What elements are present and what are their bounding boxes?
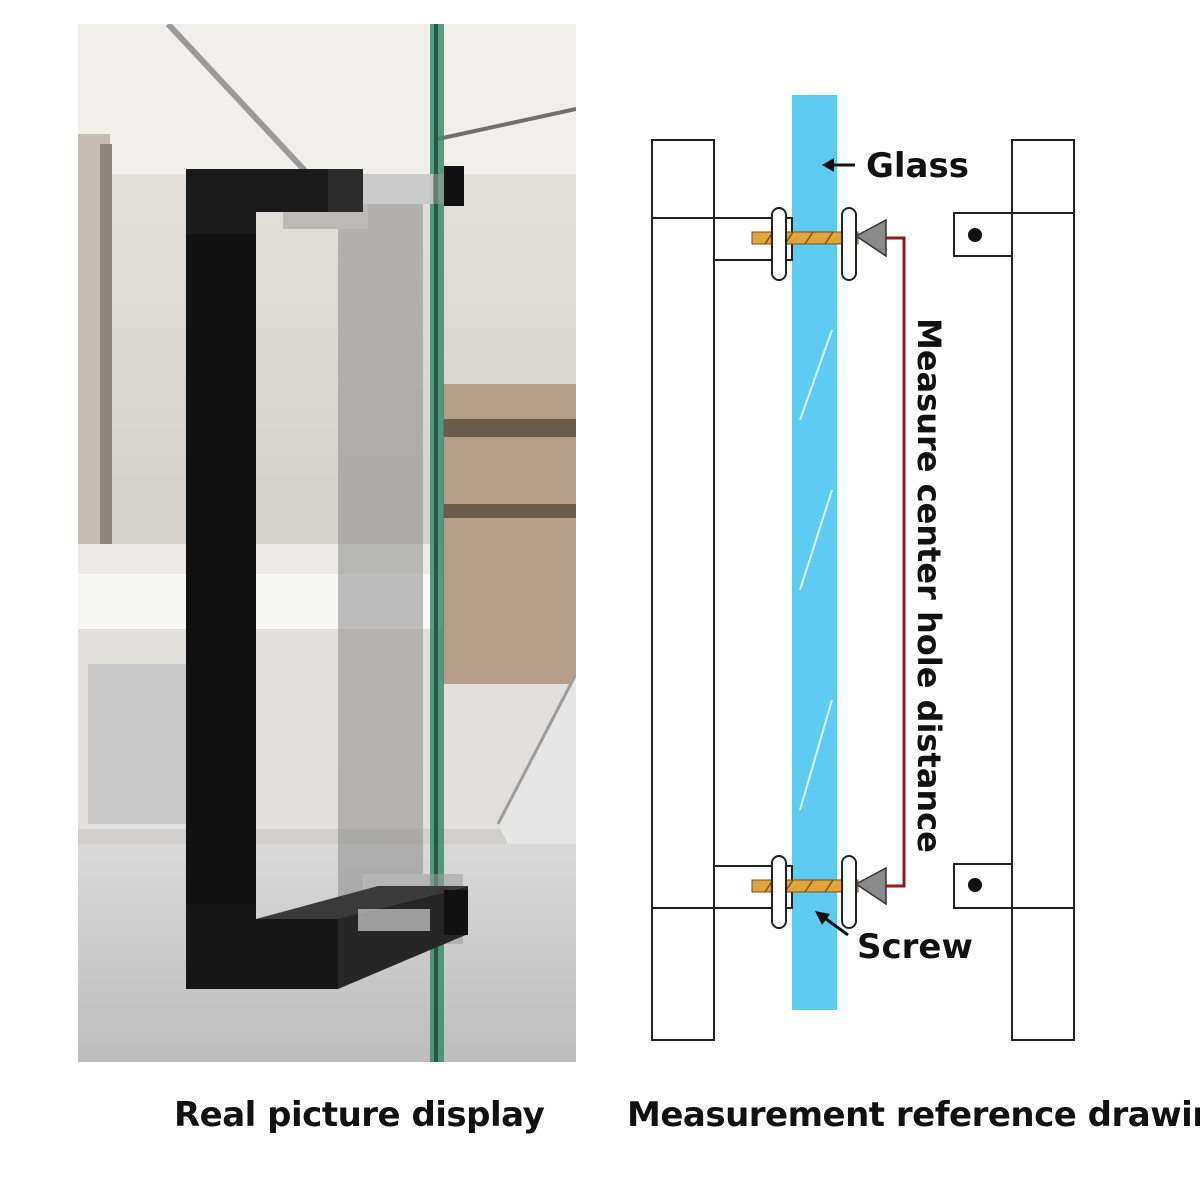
- glass-reflection: [799, 329, 833, 421]
- measure-label: Measure center hole distance: [910, 318, 948, 853]
- measure-line: [886, 236, 906, 888]
- glass-sheet: [792, 95, 837, 1010]
- screw-arrow: [815, 911, 849, 937]
- glass-arrow: [822, 158, 855, 172]
- lower-window: [88, 664, 188, 824]
- ceiling: [78, 24, 576, 174]
- wood-band: [443, 504, 576, 518]
- screw-label: Screw: [857, 927, 973, 967]
- standoff: [358, 909, 430, 931]
- stair-rail: [496, 673, 578, 825]
- drawing-caption: Measurement reference drawing: [627, 1095, 1200, 1135]
- rear-handle-cap: [444, 890, 468, 935]
- glass-edge-line: [434, 24, 438, 1062]
- wood-band: [443, 419, 576, 437]
- glass-reflection: [799, 699, 833, 811]
- right-hole-bottom: [968, 878, 982, 892]
- ceiling-beam: [165, 21, 311, 177]
- standoff: [363, 174, 433, 204]
- screw-assembly-bottom: [751, 855, 887, 929]
- right-hole-top: [968, 228, 982, 242]
- screw-assembly-top: [751, 207, 887, 281]
- glass-label: Glass: [866, 146, 969, 186]
- real-picture-photo: [78, 21, 578, 1062]
- staircase: [498, 674, 576, 844]
- left-column-edge: [100, 144, 112, 544]
- rear-handle-cap: [444, 166, 464, 206]
- ceiling-beam: [437, 107, 577, 141]
- left-handle-outline: [651, 139, 793, 1041]
- right-handle-outline: [953, 139, 1075, 1041]
- glass-reflection: [799, 489, 833, 591]
- photo-caption: Real picture display: [174, 1095, 545, 1135]
- measurement-drawing: Glass Screw Measure center hole distance: [600, 60, 1160, 1070]
